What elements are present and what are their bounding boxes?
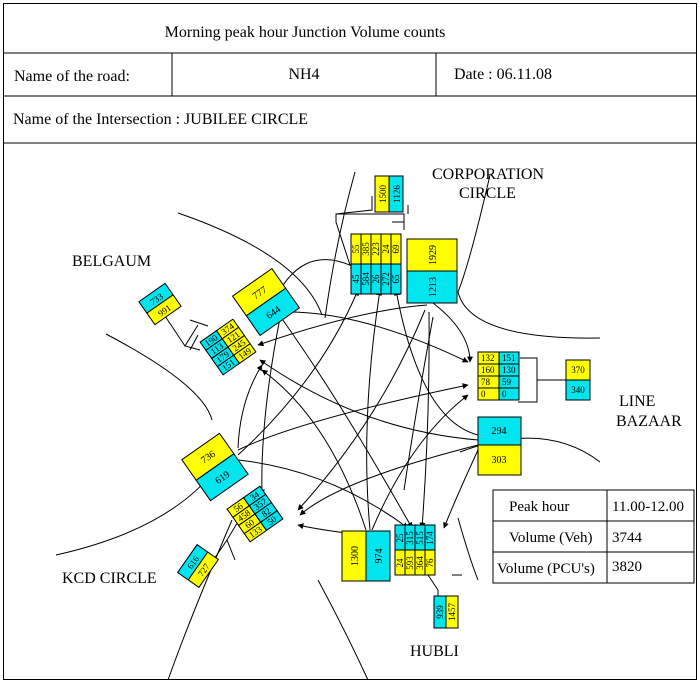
count-label: 1126 — [392, 185, 402, 203]
count-label: 132 — [481, 353, 495, 363]
peak-hour-label: Peak hour — [509, 499, 569, 515]
connector-lines — [164, 196, 566, 605]
summary-table — [492, 489, 695, 584]
place-corporation-circle-l2: CIRCLE — [459, 185, 516, 202]
hubli-pair: 939 1457 — [433, 595, 459, 629]
count-label: 0 — [481, 389, 486, 399]
count-label: 939 — [435, 605, 445, 619]
belgaum-approach: 777 644 — [231, 267, 301, 337]
count-label: 515 — [415, 531, 425, 545]
count-label: 1300 — [350, 546, 361, 566]
count-label: 69 — [391, 244, 401, 254]
place-belgaum: BELGAUM — [72, 253, 151, 270]
count-label: 24 — [395, 558, 405, 568]
count-label: 45 — [351, 274, 361, 284]
volume-pcu-value: 3820 — [612, 559, 642, 575]
count-label: 151 — [502, 353, 516, 363]
count-label: 24 — [381, 244, 391, 254]
movement-curves — [237, 259, 479, 536]
place-hubli: HUBLI — [410, 643, 459, 660]
count-label: 174 — [425, 531, 435, 545]
line-bazaar-turns: 132 151 160 130 78 59 0 0 — [477, 351, 520, 401]
place-line-bazaar-l1: LINE — [619, 393, 655, 410]
count-label: 364 — [415, 556, 425, 570]
hubli-turns: 24 25 593 315 364 515 76 174 — [394, 524, 436, 576]
road-name-value: NH4 — [288, 66, 319, 83]
count-label: 1500 — [378, 185, 388, 204]
count-label: 0 — [502, 389, 507, 399]
count-label: 584 — [361, 272, 371, 286]
belgaum-pair: 733 991 — [138, 282, 182, 326]
count-label: 26 — [371, 274, 381, 284]
volume-pcu-label: Volume (PCU's) — [497, 561, 595, 577]
belgaum-turns: 190 374 113 121 179 245 151 149 — [199, 318, 257, 376]
intersection-name: Name of the Intersection : JUBILEE CIRCL… — [13, 111, 308, 128]
count-label: 160 — [481, 365, 495, 375]
line-bazaar-pair: 370 340 — [565, 359, 591, 401]
place-line-bazaar-l2: BAZAAR — [616, 413, 682, 430]
count-label: 272 — [381, 272, 391, 286]
volume-veh-value: 3744 — [612, 530, 643, 546]
line-bazaar-approach: 294 303 — [477, 416, 522, 476]
count-label: 974 — [374, 549, 385, 564]
kcd-circle-turns: 56 34 458 357 60 82 133 50 — [226, 485, 284, 543]
hubli-approach: 1300 974 — [341, 530, 391, 582]
count-label: 315 — [405, 531, 415, 545]
count-label: 385 — [361, 242, 371, 256]
count-label: 340 — [571, 385, 585, 395]
road-name-label: Name of the road: — [14, 68, 130, 85]
diagram-title: Morning peak hour Junction Volume counts — [165, 24, 446, 41]
count-label: 25 — [395, 533, 405, 543]
corporation-circle-pair: 1500 1126 — [374, 175, 404, 213]
header-table — [3, 3, 697, 680]
place-kcd-circle: KCD CIRCLE — [62, 570, 157, 587]
count-label: 1457 — [447, 603, 457, 622]
count-label: 593 — [405, 556, 415, 570]
count-label: 1213 — [428, 277, 439, 297]
kcd-circle-approach: 736 619 — [181, 432, 249, 502]
count-label: 55 — [351, 244, 361, 254]
count-label: 130 — [502, 365, 516, 375]
kcd-circle-pair: 616 727 — [176, 543, 220, 589]
count-label: 223 — [371, 242, 381, 256]
count-label: 76 — [425, 558, 435, 568]
corporation-circle-approach: 1213 1929 — [406, 238, 458, 304]
count-label: 294 — [492, 426, 507, 437]
count-label: 1929 — [428, 245, 439, 265]
corporation-circle-turns: 45 584 26 272 65 55 385 223 24 69 — [350, 233, 402, 295]
count-label: 78 — [481, 377, 491, 387]
place-corporation-circle-l1: CORPORATION — [432, 166, 544, 183]
survey-date: Date : 06.11.08 — [454, 66, 552, 83]
count-label: 303 — [492, 455, 507, 466]
count-label: 65 — [391, 274, 401, 284]
count-label: 370 — [571, 365, 585, 375]
volume-veh-label: Volume (Veh) — [509, 530, 592, 546]
count-label: 59 — [502, 377, 512, 387]
peak-hour-value: 11.00-12.00 — [612, 499, 684, 515]
